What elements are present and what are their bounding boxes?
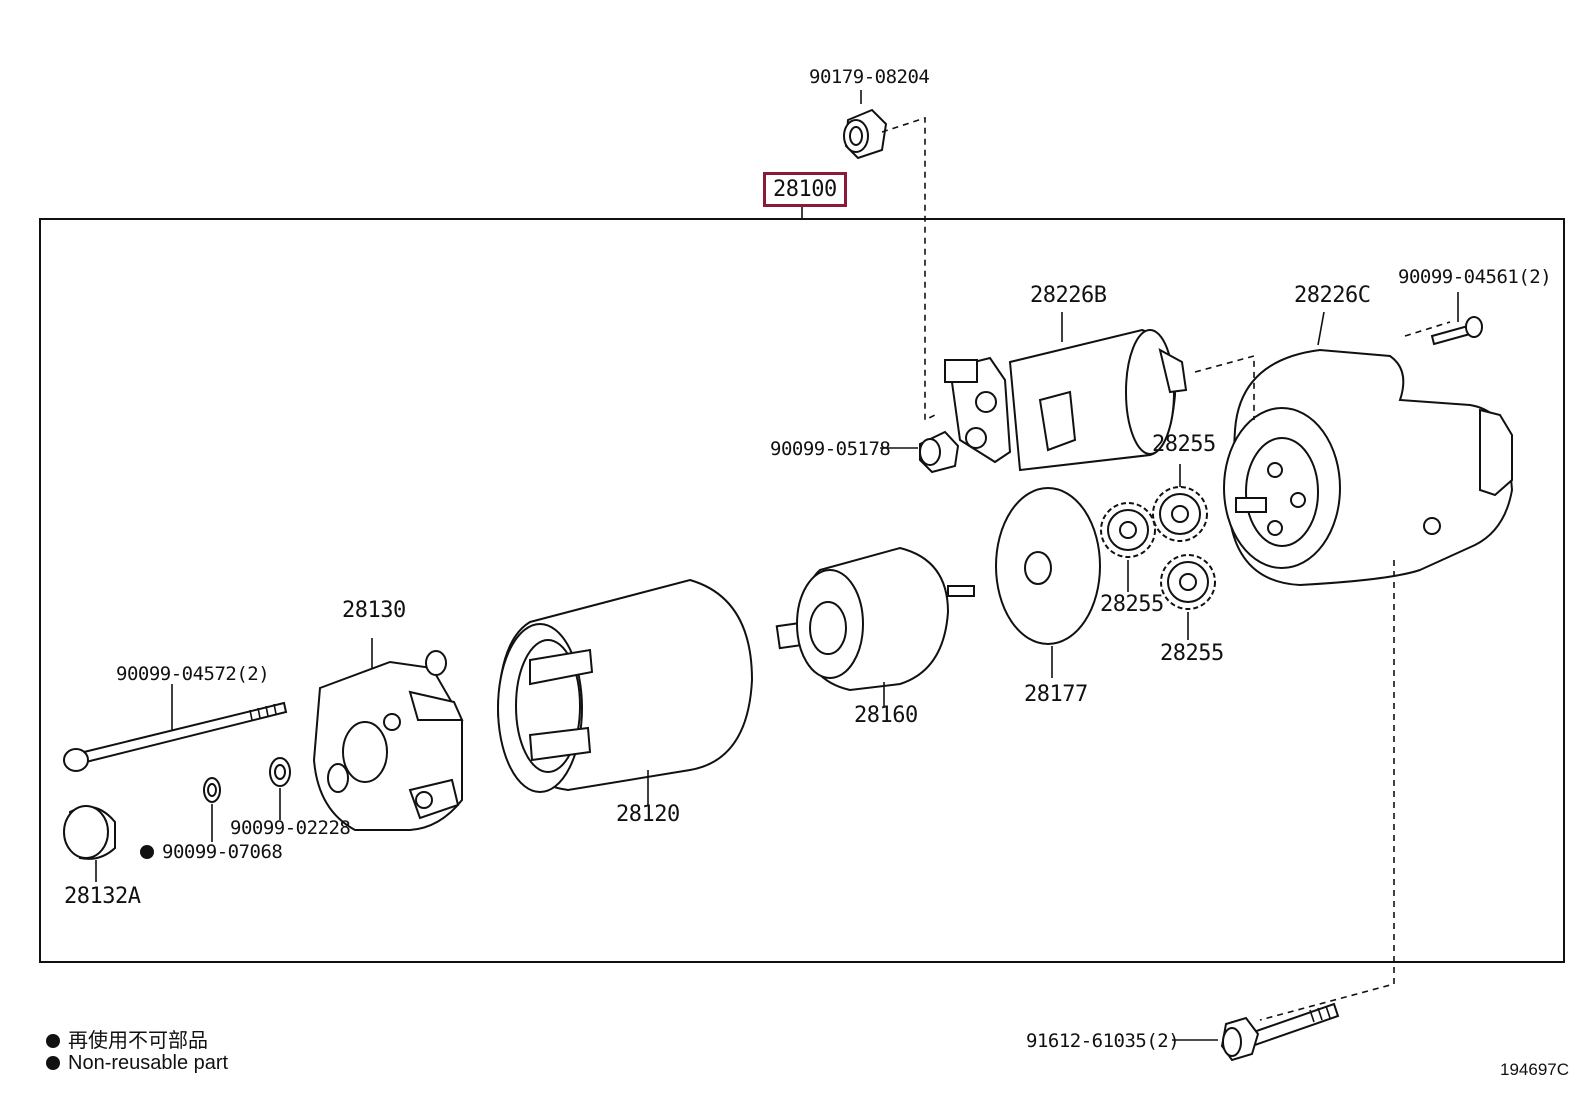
label-28100-assembly[interactable]: 28100	[763, 172, 847, 207]
label-28255-bottom[interactable]: 28255	[1160, 641, 1224, 666]
label-28120[interactable]: 28120	[616, 802, 680, 827]
label-91612-61035[interactable]: 91612-61035(2)	[1026, 1030, 1180, 1052]
plate-icon	[995, 487, 1101, 678]
nut-small-icon	[880, 430, 960, 474]
through-bolt-icon	[63, 684, 288, 772]
legend-dot-icon	[46, 1034, 60, 1048]
drive-housing-icon	[1223, 311, 1514, 587]
solenoid-icon	[944, 312, 1188, 472]
label-90099-07068[interactable]: 90099-07068	[140, 841, 283, 863]
end-frame-icon	[312, 638, 464, 831]
legend-line-japanese: 再使用不可部品	[46, 1024, 208, 1053]
yoke-icon	[496, 578, 754, 805]
legend-dot-icon	[46, 1056, 60, 1070]
label-28130[interactable]: 28130	[342, 598, 406, 623]
lock-washer-icon	[203, 777, 221, 842]
label-90099-05178[interactable]: 90099-05178	[770, 438, 891, 460]
washer-icon	[269, 757, 291, 820]
label-28226C[interactable]: 28226C	[1294, 283, 1371, 308]
label-90099-04572[interactable]: 90099-04572(2)	[116, 663, 270, 685]
nut-top-icon	[843, 90, 888, 160]
label-28226B[interactable]: 28226B	[1030, 283, 1107, 308]
gear-icon	[1160, 554, 1216, 640]
housing-bolt-icon	[1172, 1002, 1340, 1062]
label-28255-left[interactable]: 28255	[1100, 592, 1164, 617]
diagram-code: 194697C	[1500, 1060, 1570, 1079]
label-28255-top[interactable]: 28255	[1152, 432, 1216, 457]
label-28132A[interactable]: 28132A	[64, 884, 141, 909]
bolt-small-icon	[1430, 292, 1483, 346]
gear-icon	[1100, 502, 1156, 592]
legend-line-english: Non-reusable part	[46, 1052, 228, 1075]
cap-icon	[63, 805, 116, 882]
non-reusable-dot-icon	[140, 845, 154, 859]
label-28177[interactable]: 28177	[1024, 682, 1088, 707]
label-90099-04561[interactable]: 90099-04561(2)	[1398, 266, 1552, 288]
label-90179-08204[interactable]: 90179-08204	[809, 66, 930, 88]
gear-icon	[1152, 464, 1208, 542]
label-28160[interactable]: 28160	[854, 703, 918, 728]
armature-icon	[775, 546, 975, 706]
label-90099-02228[interactable]: 90099-02228	[230, 817, 351, 839]
